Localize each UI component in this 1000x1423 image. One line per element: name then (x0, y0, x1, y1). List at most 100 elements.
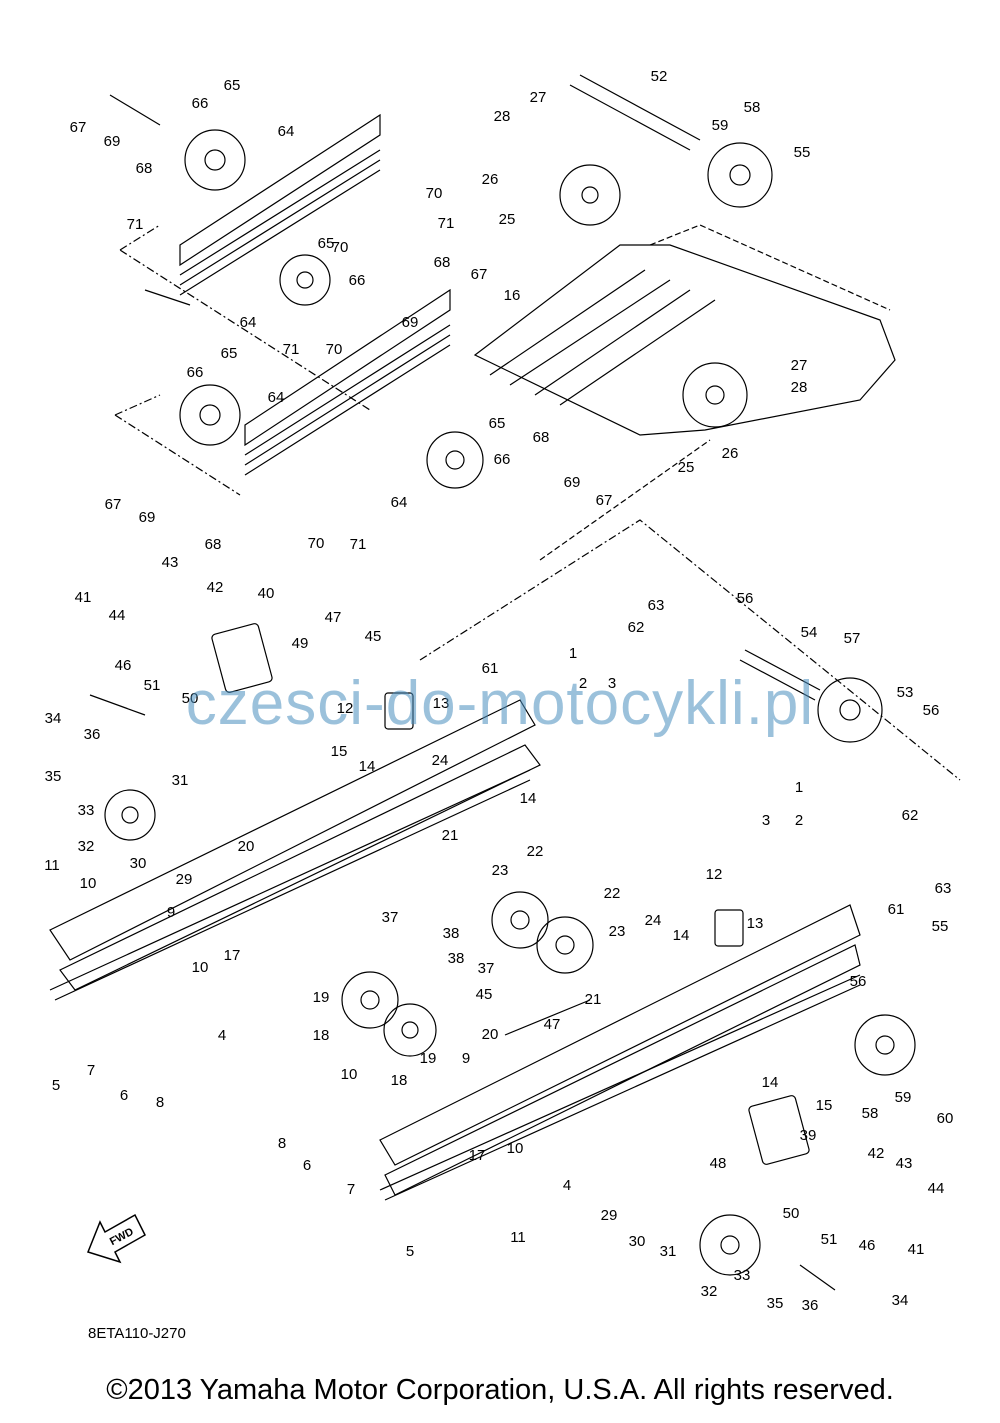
callout-68-73: 68 (205, 536, 222, 553)
callout-45-47: 45 (476, 986, 493, 1003)
callout-42: 42 (207, 579, 224, 596)
callout-36-40: 36 (802, 1297, 819, 1314)
callout-41: 41 (75, 589, 92, 606)
callout-1: 1 (569, 645, 577, 662)
callout-14: 14 (359, 758, 376, 775)
callout-63: 63 (648, 597, 665, 614)
callout-18-22: 18 (391, 1072, 408, 1089)
callout-29-33: 29 (601, 1207, 618, 1224)
callout-14-18: 14 (762, 1074, 779, 1091)
callout-56: 56 (737, 590, 754, 607)
callout-9-10: 9 (462, 1050, 470, 1067)
callout-64-62: 64 (391, 494, 408, 511)
fwd-arrow-icon: FWD (87, 1213, 146, 1264)
callout-15-20: 15 (816, 1097, 833, 1114)
callout-59: 59 (712, 117, 729, 134)
callout-10: 10 (80, 875, 97, 892)
callout-67-69: 67 (471, 266, 488, 283)
callout-64-60: 64 (240, 314, 257, 331)
callout-33-37: 33 (734, 1267, 751, 1284)
callout-64-61: 64 (268, 389, 285, 406)
callout-56-54: 56 (923, 702, 940, 719)
callout-5: 5 (52, 1077, 60, 1094)
callout-37: 37 (382, 909, 399, 926)
callout-24-28: 24 (645, 912, 662, 929)
callout-1-2: 1 (795, 779, 803, 796)
callout-40: 40 (258, 585, 275, 602)
callout-54: 54 (801, 624, 818, 641)
callout-13-16: 13 (747, 915, 764, 932)
callout-63-59: 63 (935, 880, 952, 897)
callout-70-79: 70 (326, 341, 343, 358)
callout-18: 18 (313, 1027, 330, 1044)
callout-65: 65 (224, 77, 241, 94)
callout-55-52: 55 (932, 918, 949, 935)
callout-15: 15 (331, 743, 348, 760)
callout-8-9: 8 (278, 1135, 286, 1152)
callout-27-31: 27 (791, 357, 808, 374)
callout-3: 3 (608, 675, 616, 692)
callout-31-35: 31 (660, 1243, 677, 1260)
callout-42-44: 42 (868, 1145, 885, 1162)
callout-32: 32 (78, 838, 95, 855)
callout-13: 13 (433, 695, 450, 712)
callout-23-27: 23 (609, 923, 626, 940)
callout-17-21: 17 (469, 1147, 486, 1164)
callout-48: 48 (710, 1155, 727, 1172)
callout-21-25: 21 (585, 991, 602, 1008)
callout-41-43: 41 (908, 1241, 925, 1258)
callout-34: 34 (45, 710, 62, 727)
callout-71-82: 71 (283, 341, 300, 358)
callout-31: 31 (172, 772, 189, 789)
callout-7: 7 (87, 1062, 95, 1079)
callout-9: 9 (167, 904, 175, 921)
callout-56-53: 56 (850, 973, 867, 990)
callout-55: 55 (794, 144, 811, 161)
callout-30-34: 30 (629, 1233, 646, 1250)
callout-28: 28 (494, 108, 511, 125)
callout-53: 53 (897, 684, 914, 701)
callout-29: 29 (176, 871, 193, 888)
callout-69-76: 69 (139, 509, 156, 526)
callout-20: 20 (238, 838, 255, 855)
callout-67-71: 67 (596, 492, 613, 509)
callout-10-13: 10 (507, 1140, 524, 1157)
callout-27: 27 (530, 89, 547, 106)
drawing-code: 8ETA110-J270 (88, 1325, 186, 1342)
callout-61: 61 (482, 660, 499, 677)
callout-66-67: 66 (187, 364, 204, 381)
callout-47: 47 (325, 609, 342, 626)
callout-50-50: 50 (783, 1205, 800, 1222)
callout-6: 6 (120, 1087, 128, 1104)
callout-68: 68 (136, 160, 153, 177)
callout-61-57: 61 (888, 901, 905, 918)
callout-35: 35 (45, 768, 62, 785)
callout-4-5: 4 (563, 1177, 571, 1194)
callout-2: 2 (579, 675, 587, 692)
callout-25-29: 25 (678, 459, 695, 476)
callout-68-72: 68 (434, 254, 451, 271)
callout-52: 52 (651, 68, 668, 85)
callout-22-26: 22 (604, 885, 621, 902)
callout-44: 44 (109, 607, 126, 624)
callout-4: 4 (218, 1027, 226, 1044)
callout-20-24: 20 (482, 1026, 499, 1043)
callout-14-17: 14 (673, 927, 690, 944)
callout-71: 71 (438, 215, 455, 232)
callout-65-63: 65 (318, 235, 335, 252)
callout-69-77: 69 (564, 474, 581, 491)
callout-47-49: 47 (544, 1016, 561, 1033)
callout-58-55: 58 (862, 1105, 879, 1122)
callout-43: 43 (162, 554, 179, 571)
callout-46-48: 46 (859, 1237, 876, 1254)
callout-38-42: 38 (448, 950, 465, 967)
callout-49: 49 (292, 635, 309, 652)
callout-39: 39 (800, 1127, 817, 1144)
callout-37-41: 37 (478, 960, 495, 977)
callout-59-56: 59 (895, 1089, 912, 1106)
callout-12-15: 12 (706, 866, 723, 883)
callout-34-38: 34 (892, 1292, 909, 1309)
callout-5-6: 5 (406, 1243, 414, 1260)
